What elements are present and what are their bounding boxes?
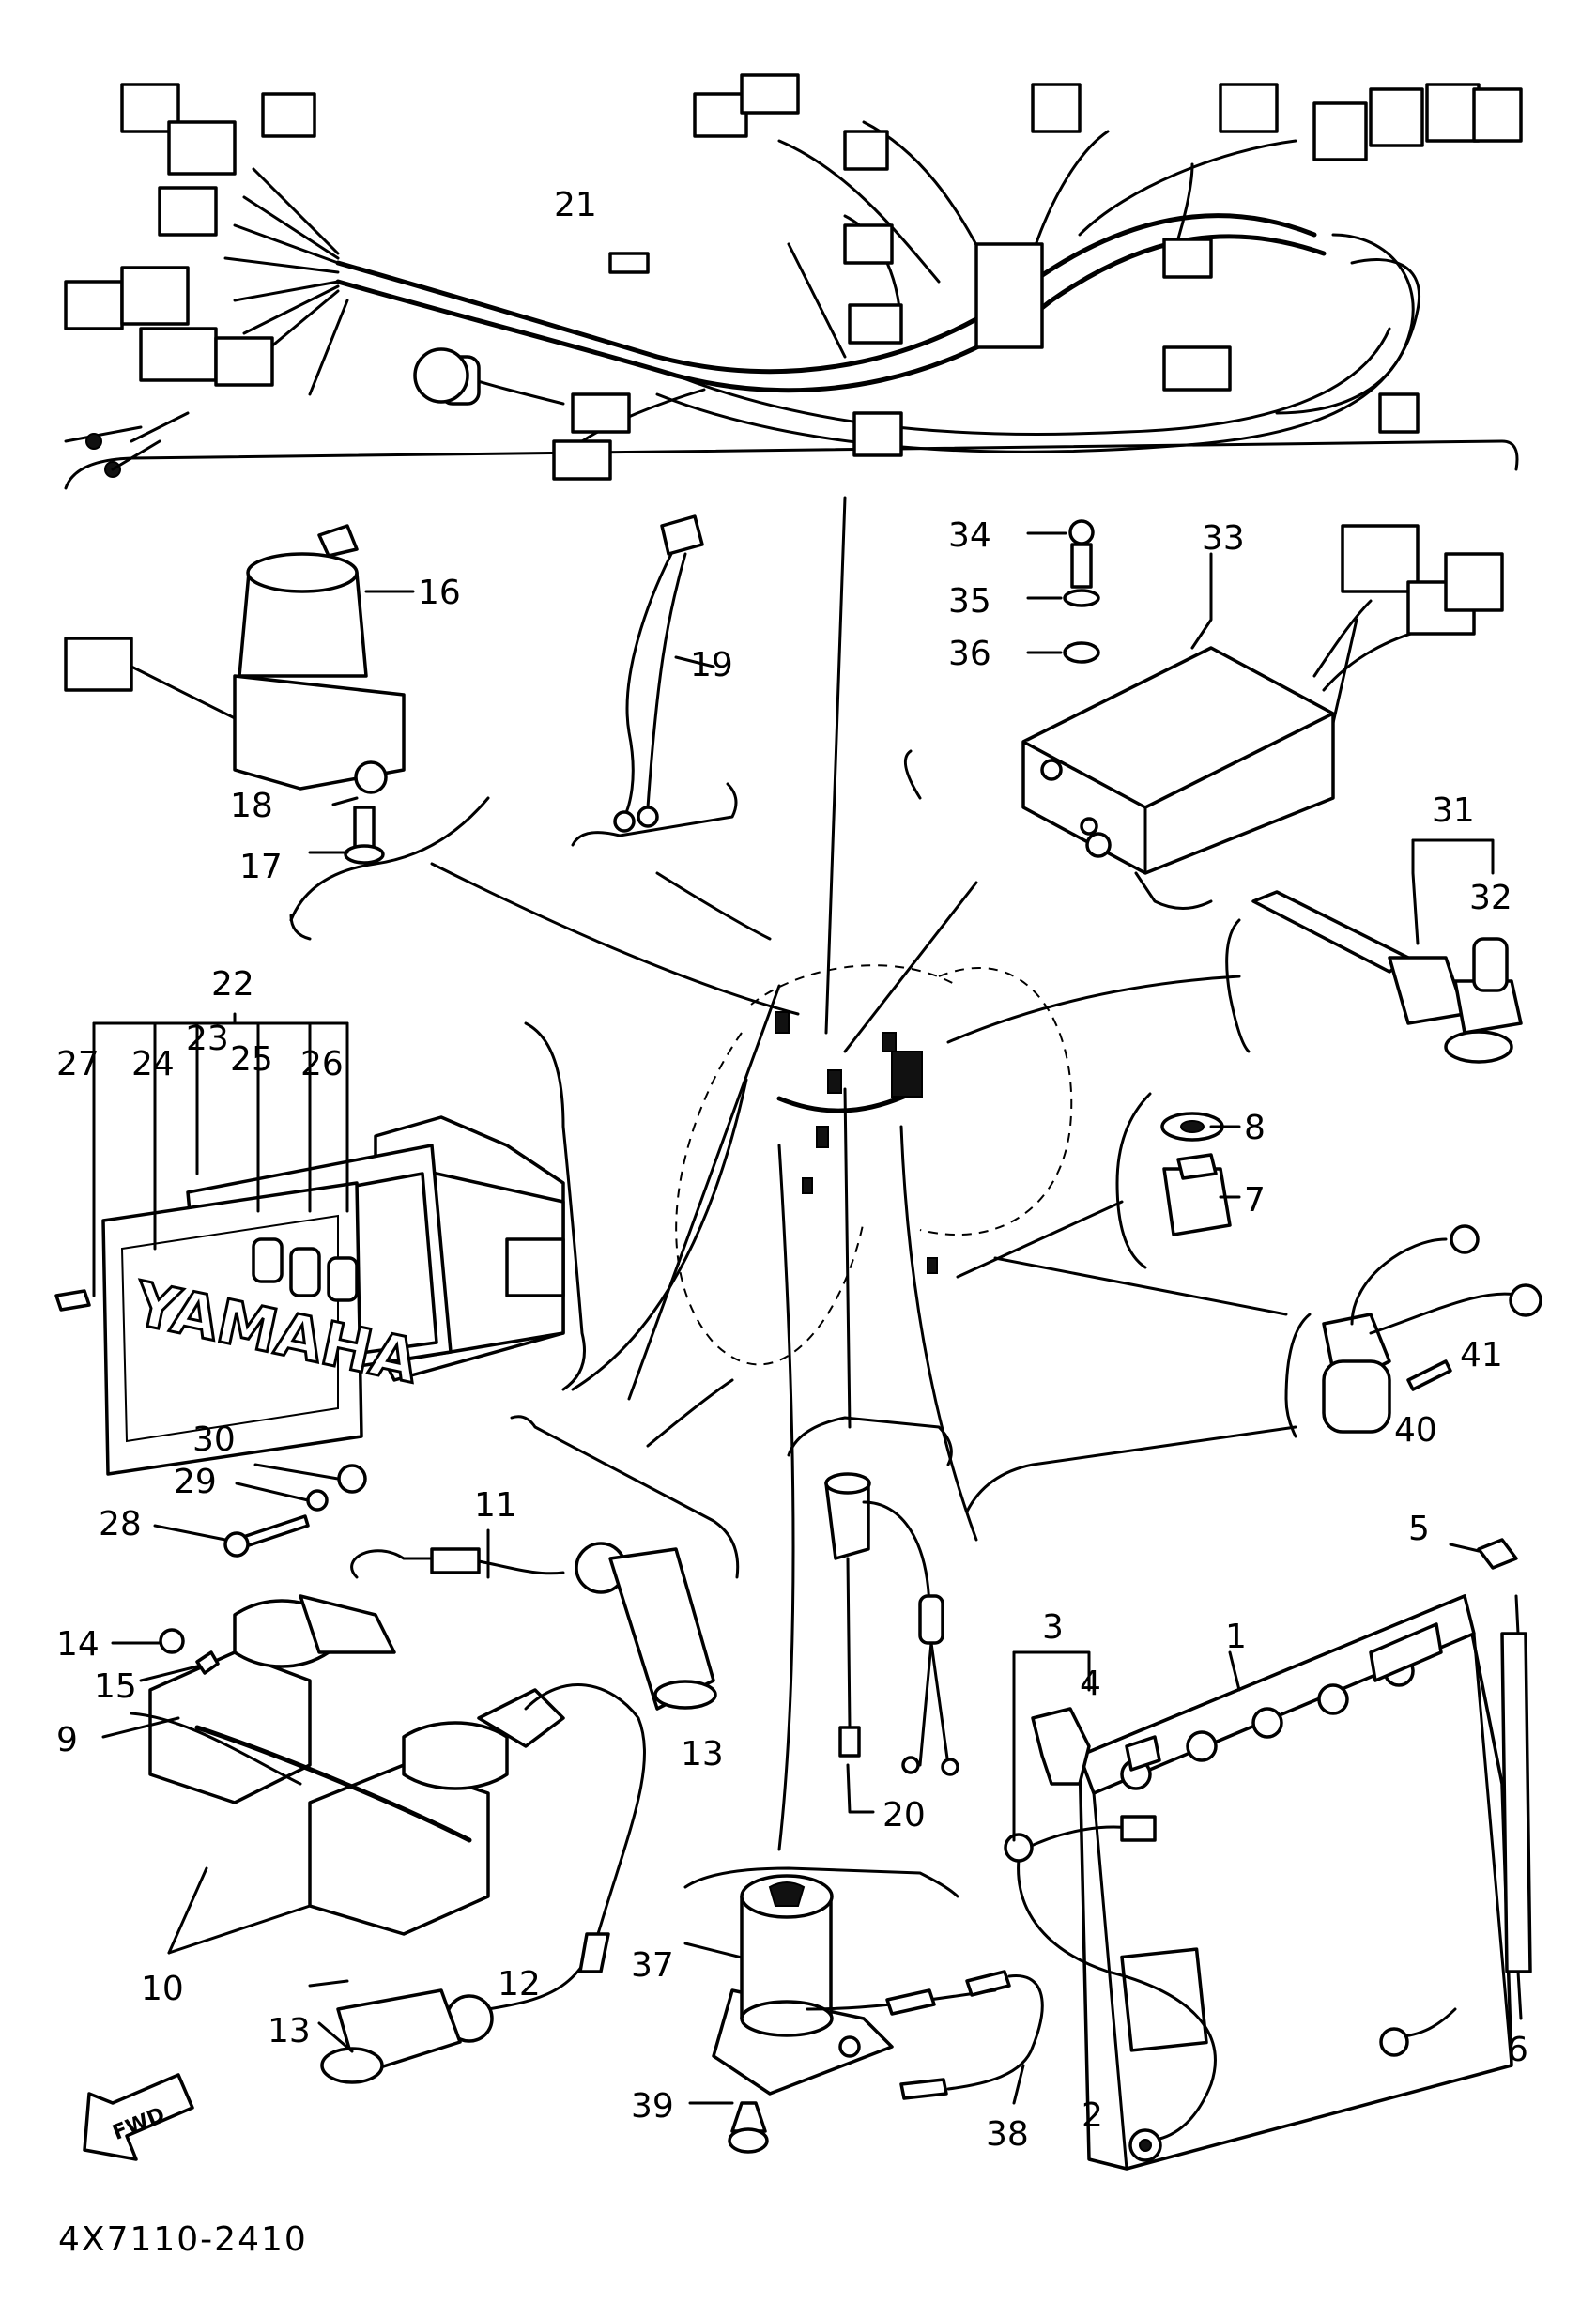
callout-2: 2 xyxy=(1082,2096,1103,2135)
callout-39: 39 xyxy=(631,2087,674,2126)
callout-12: 12 xyxy=(498,1965,541,2004)
frame-hub xyxy=(675,964,1073,1366)
callout-22: 22 xyxy=(211,965,254,1004)
callout-27: 27 xyxy=(56,1045,100,1083)
callout-4: 4 xyxy=(1080,1665,1101,1703)
ignition-switch xyxy=(64,524,800,1016)
callout-3: 3 xyxy=(1042,1608,1064,1647)
callout-1: 1 xyxy=(1225,1618,1247,1656)
callout-20: 20 xyxy=(882,1796,926,1835)
callout-26: 26 xyxy=(300,1045,344,1083)
callout-32: 32 xyxy=(1469,879,1512,917)
sensor-lead xyxy=(571,514,772,941)
callout-9: 9 xyxy=(56,1721,78,1759)
callout-10: 10 xyxy=(141,1970,184,2008)
wire-harness xyxy=(64,73,1523,490)
callout-29: 29 xyxy=(174,1463,217,1501)
callout-25: 25 xyxy=(230,1040,273,1079)
callout-5: 5 xyxy=(1408,1510,1430,1548)
callout-33: 33 xyxy=(1202,519,1245,558)
callout-24: 24 xyxy=(131,1045,175,1083)
neutral-switch xyxy=(956,1092,1241,1279)
battery xyxy=(899,1125,1532,2171)
callout-numbers: 1 2 3 4 5 6 7 8 9 10 11 12 13 13 14 15 1… xyxy=(56,186,1528,2154)
callout-21: 21 xyxy=(554,186,597,224)
control-unit xyxy=(843,519,1504,1053)
callout-19: 19 xyxy=(690,646,733,684)
callout-13b: 13 xyxy=(268,2012,311,2050)
callout-13a: 13 xyxy=(681,1735,724,1773)
document-id: 4X7110-2410 xyxy=(58,2220,308,2259)
fwd-arrow: FWD xyxy=(83,2073,194,2161)
horn-sensor xyxy=(683,1144,1044,2154)
callout-15: 15 xyxy=(94,1667,137,1706)
callout-16: 16 xyxy=(418,574,461,612)
callout-28: 28 xyxy=(99,1505,142,1543)
callout-41: 41 xyxy=(1460,1336,1503,1374)
callout-36: 36 xyxy=(948,635,991,673)
ignition-coils xyxy=(101,984,781,2084)
callout-7: 7 xyxy=(1244,1181,1266,1220)
callout-14: 14 xyxy=(56,1625,100,1664)
callout-17: 17 xyxy=(239,848,283,886)
callout-35: 35 xyxy=(948,582,991,621)
callout-31: 31 xyxy=(1432,791,1475,830)
relay xyxy=(946,838,1523,1064)
callout-38: 38 xyxy=(986,2115,1029,2154)
callout-8: 8 xyxy=(1244,1109,1266,1147)
callout-30: 30 xyxy=(192,1420,236,1459)
solenoid-sensor xyxy=(993,1224,1542,1438)
callout-6: 6 xyxy=(1507,2031,1528,2069)
callout-18: 18 xyxy=(230,787,273,825)
callout-11: 11 xyxy=(474,1486,517,1525)
callout-37: 37 xyxy=(631,1946,674,1985)
callout-23: 23 xyxy=(186,1020,229,1058)
cap-sensor xyxy=(787,1087,959,1814)
taillight-assembly: YAMAHA xyxy=(54,1012,748,1558)
callout-34: 34 xyxy=(948,516,991,555)
callout-40: 40 xyxy=(1394,1411,1437,1450)
